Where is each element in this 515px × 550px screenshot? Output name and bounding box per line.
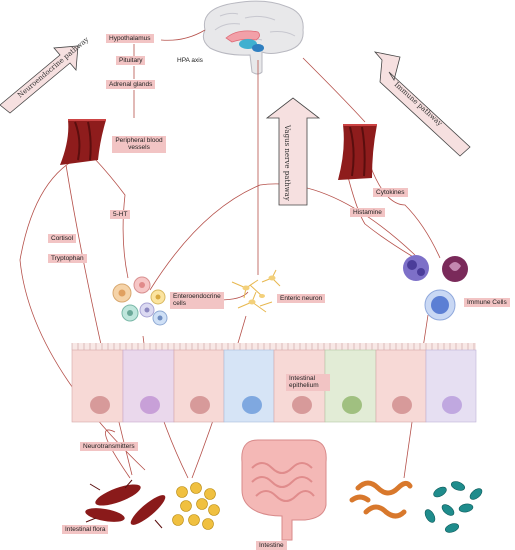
teal-bacteria-icon xyxy=(424,481,483,533)
histamine-label: Histamine xyxy=(350,208,385,218)
immune-pathway-label: Immune pathway xyxy=(393,81,444,128)
vagus-nerve-pathway-arrow xyxy=(265,97,321,206)
spiral-bacteria-icon xyxy=(349,480,413,519)
blood-vessel-icon-right xyxy=(338,124,377,180)
intestinal-epithelium-icon xyxy=(71,343,477,423)
cocci-bacteria-icon xyxy=(172,482,220,530)
enteric-neuron-label: Enteric neuron xyxy=(277,294,326,304)
blood-vessel-icon-left xyxy=(60,119,106,165)
vagus-nerve-pathway-label: Vagus nerve pathway xyxy=(283,124,291,201)
intestinal-epithelium-label: Intestinal epithelium xyxy=(286,374,330,391)
pituitary-label: Pituitary xyxy=(116,56,146,66)
tryptophan-label: Tryptophan xyxy=(48,254,87,264)
adrenal-glands-label: Adrenal glands xyxy=(106,80,156,90)
hypothalamus-label: Hypothalamus xyxy=(106,34,154,44)
enteroendocrine-cells-icon xyxy=(112,276,168,326)
peripheral-blood-vessels-label: Peripheral blood vessels xyxy=(112,136,166,153)
neuroendocrine-pathway-label: Neuroendocrine pathway xyxy=(16,35,90,99)
cytokines-label: Cytokines xyxy=(373,188,408,198)
intestine-label: Intestine xyxy=(256,541,287,550)
immune-cells-label: Immune Cells xyxy=(464,298,510,308)
immune-pathway-arrow xyxy=(373,51,471,157)
neuroendocrine-pathway-arrow xyxy=(0,45,79,114)
rod-bacteria-icon xyxy=(85,479,166,529)
intestinal-flora-label: Intestinal flora xyxy=(62,525,109,535)
cortisol-label: Cortisol xyxy=(48,234,77,244)
brain-icon xyxy=(202,0,304,75)
hpa-axis-label: HPA axis xyxy=(174,56,206,65)
enteroendocrine-cells-label: Enteroendocrine cells xyxy=(170,292,224,309)
intestine-icon xyxy=(241,439,327,541)
immune-cells-icon xyxy=(403,255,468,321)
neurotransmitters-label: Neurotransmitters xyxy=(80,442,138,452)
5-ht-label: 5-HT xyxy=(110,210,131,220)
